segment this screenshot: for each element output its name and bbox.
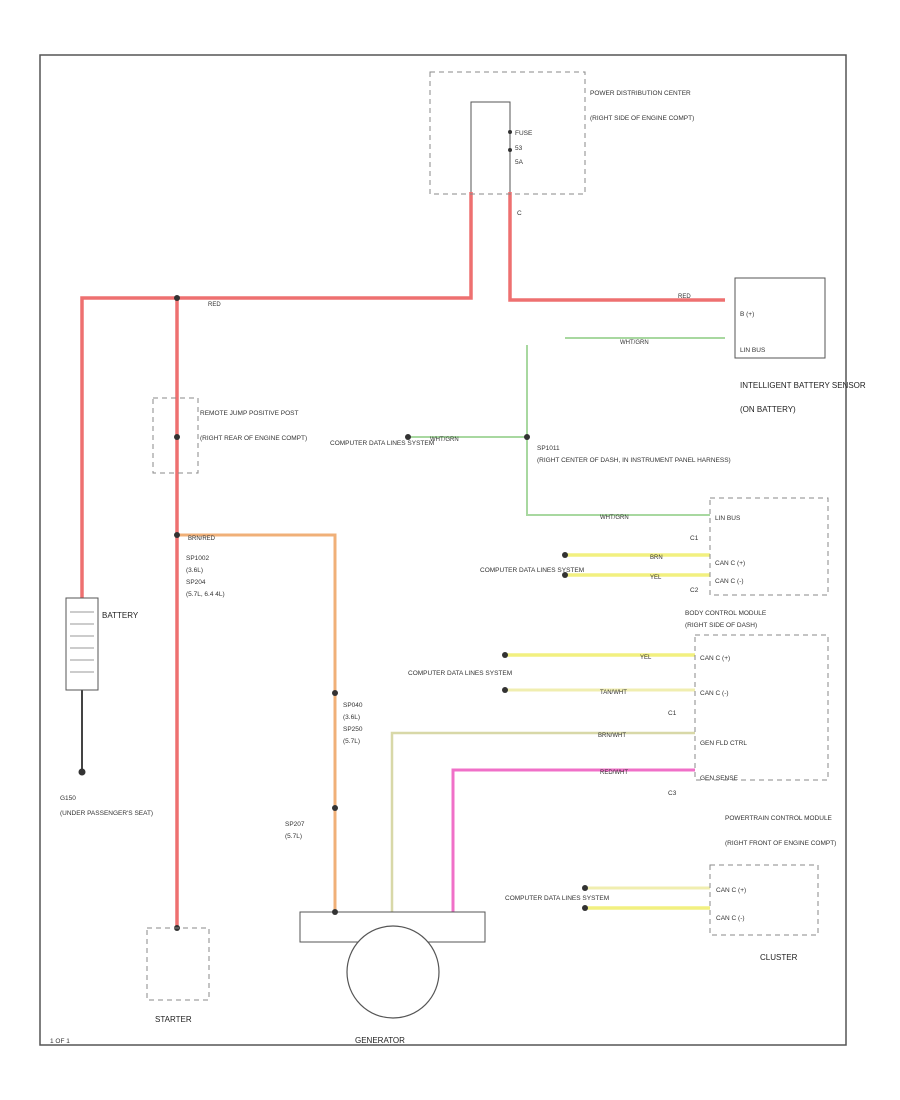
cds-node-3 xyxy=(562,572,568,578)
sp1011-node xyxy=(524,434,530,440)
splice-node-top xyxy=(174,295,180,301)
cluster-upper-pin-1: LIN BUS xyxy=(715,515,741,522)
wire-tag-yel-2: YEL xyxy=(640,655,652,661)
fuse-node-2 xyxy=(508,148,512,152)
cds-label-1: COMPUTER DATA LINES SYSTEM xyxy=(330,440,434,447)
generator-node-b xyxy=(332,909,338,915)
battery-symbol xyxy=(65,597,99,691)
cds-label-3: COMPUTER DATA LINES SYSTEM xyxy=(408,670,512,677)
wire-red-to-ibs xyxy=(508,192,725,302)
g150-location: (UNDER PASSENGER'S SEAT) xyxy=(60,810,153,817)
battery-name: BATTERY xyxy=(102,611,139,620)
bcm-outline xyxy=(694,634,829,781)
pdc-name: POWER DISTRIBUTION CENTER xyxy=(590,90,691,97)
sp1002-node xyxy=(174,532,180,538)
generator-name: GENERATOR xyxy=(355,1036,405,1045)
ground-g150-node xyxy=(78,768,86,776)
bcm-location: (RIGHT SIDE OF DASH) xyxy=(685,622,757,629)
sp040-node xyxy=(332,690,338,696)
wire-tag-brn-red: BRN/RED xyxy=(188,536,216,542)
ibs-box xyxy=(734,277,826,359)
pcm-name: POWERTRAIN CONTROL MODULE xyxy=(725,815,833,822)
starter-outline xyxy=(146,927,210,1001)
sp1002-alt-name: SP204 xyxy=(186,579,206,586)
ibs-pin-b: B (+) xyxy=(740,311,754,318)
pcm-location: (RIGHT FRONT OF ENGINE COMPT) xyxy=(725,840,836,847)
wire-tag-yel-1: YEL xyxy=(650,575,662,581)
fuse-number: 53 xyxy=(515,145,523,152)
sp207-node xyxy=(332,805,338,811)
bcm-connector-c3: C3 xyxy=(668,790,677,797)
fuse-node-1 xyxy=(508,130,512,134)
cluster-upper-pin-3: CAN C (-) xyxy=(715,578,744,585)
fuse-53 xyxy=(470,101,511,192)
ibs-name: INTELLIGENT BATTERY SENSOR xyxy=(740,381,866,390)
wire-tag-red-1: RED xyxy=(208,302,221,308)
cds-label-2: COMPUTER DATA LINES SYSTEM xyxy=(480,567,584,574)
generator-symbol xyxy=(346,925,440,1019)
cds-node-4 xyxy=(502,652,508,658)
pcm-pin-2: CAN C (-) xyxy=(716,915,745,922)
remote-jump-location: (RIGHT REAR OF ENGINE COMPT) xyxy=(200,435,307,442)
wire-tag-brn: BRN xyxy=(650,555,663,561)
wire-tag-wht-grn-3: WHT/GRN xyxy=(600,515,629,521)
pcm-pin-1: CAN C (+) xyxy=(716,887,746,894)
page-ref: 1 OF 1 xyxy=(50,1038,70,1045)
sp1002-variant-b: (5.7L, 6.4 4L) xyxy=(186,591,225,598)
sp040-alt-name: SP250 xyxy=(343,726,363,733)
bcm-pin-can-minus: CAN C (-) xyxy=(700,690,729,697)
wire-tag-brn-wht: BRN/WHT xyxy=(598,733,626,739)
sp1011-name: SP1011 xyxy=(537,445,560,452)
remote-jump-node xyxy=(174,434,180,440)
sp1002-variant-a: (3.6L) xyxy=(186,567,203,574)
bcm-name: BODY CONTROL MODULE xyxy=(685,610,767,617)
sp040-name: SP040 xyxy=(343,702,363,709)
pdc-connector: C xyxy=(517,210,522,217)
wire-tag-wht-grn-2: WHT/GRN xyxy=(430,437,459,443)
bcm-pin-gen-sense: GEN SENSE xyxy=(700,775,739,782)
sp207-variant: (5.7L) xyxy=(285,833,302,840)
wire-tag-tan-wht: TAN/WHT xyxy=(600,690,627,696)
bcm-pin-gen-fld: GEN FLD CTRL xyxy=(700,740,747,747)
cluster-upper-connector-c2: C2 xyxy=(690,587,699,594)
remote-jump-name: REMOTE JUMP POSITIVE POST xyxy=(200,410,299,417)
bcm-pin-can-plus: CAN C (+) xyxy=(700,655,730,662)
wire-tag-wht-grn-1: WHT/GRN xyxy=(620,340,649,346)
fuse-rating: 5A xyxy=(515,159,524,166)
pdc-location: (RIGHT SIDE OF ENGINE COMPT) xyxy=(590,115,694,122)
wire-red-feed-left xyxy=(80,192,473,598)
wire-green-lin-down xyxy=(526,345,710,516)
starter-name: STARTER xyxy=(155,1015,192,1024)
cds-node-5 xyxy=(502,687,508,693)
cds-node-7 xyxy=(582,905,588,911)
wire-gen-fld xyxy=(390,731,695,912)
cds-node-2 xyxy=(562,552,568,558)
sp1011-location: (RIGHT CENTER OF DASH, IN INSTRUMENT PAN… xyxy=(537,457,731,464)
sp040-variant-a: (3.6L) xyxy=(343,714,360,721)
ibs-pin-lin: LIN BUS xyxy=(740,347,766,354)
diagram-frame xyxy=(39,54,847,1046)
pdc-outline xyxy=(429,71,586,195)
fuse-label: FUSE xyxy=(515,130,533,137)
wire-tag-red-2: RED xyxy=(678,294,691,300)
wire-orange-gen xyxy=(177,533,337,912)
sp040-variant-b: (5.7L) xyxy=(343,738,360,745)
cds-node-1 xyxy=(405,434,411,440)
bcm-connector-c1: C1 xyxy=(668,710,677,717)
g150-name: G150 xyxy=(60,795,76,802)
sp207-name: SP207 xyxy=(285,821,305,828)
cds-label-4: COMPUTER DATA LINES SYSTEM xyxy=(505,895,609,902)
cds-node-6 xyxy=(582,885,588,891)
remote-jump-outline xyxy=(152,397,199,474)
cluster-upper-pin-2: CAN C (+) xyxy=(715,560,745,567)
ibs-location: (ON BATTERY) xyxy=(740,405,796,414)
cluster-upper-outline xyxy=(709,497,829,596)
wire-gen-sense xyxy=(451,768,695,912)
sp1002-name: SP1002 xyxy=(186,555,210,562)
wire-tag-red-wht: RED/WHT xyxy=(600,770,628,776)
pcm-outline xyxy=(709,864,819,936)
cluster-name: CLUSTER xyxy=(760,953,798,962)
cluster-upper-connector-c1: C1 xyxy=(690,535,699,542)
